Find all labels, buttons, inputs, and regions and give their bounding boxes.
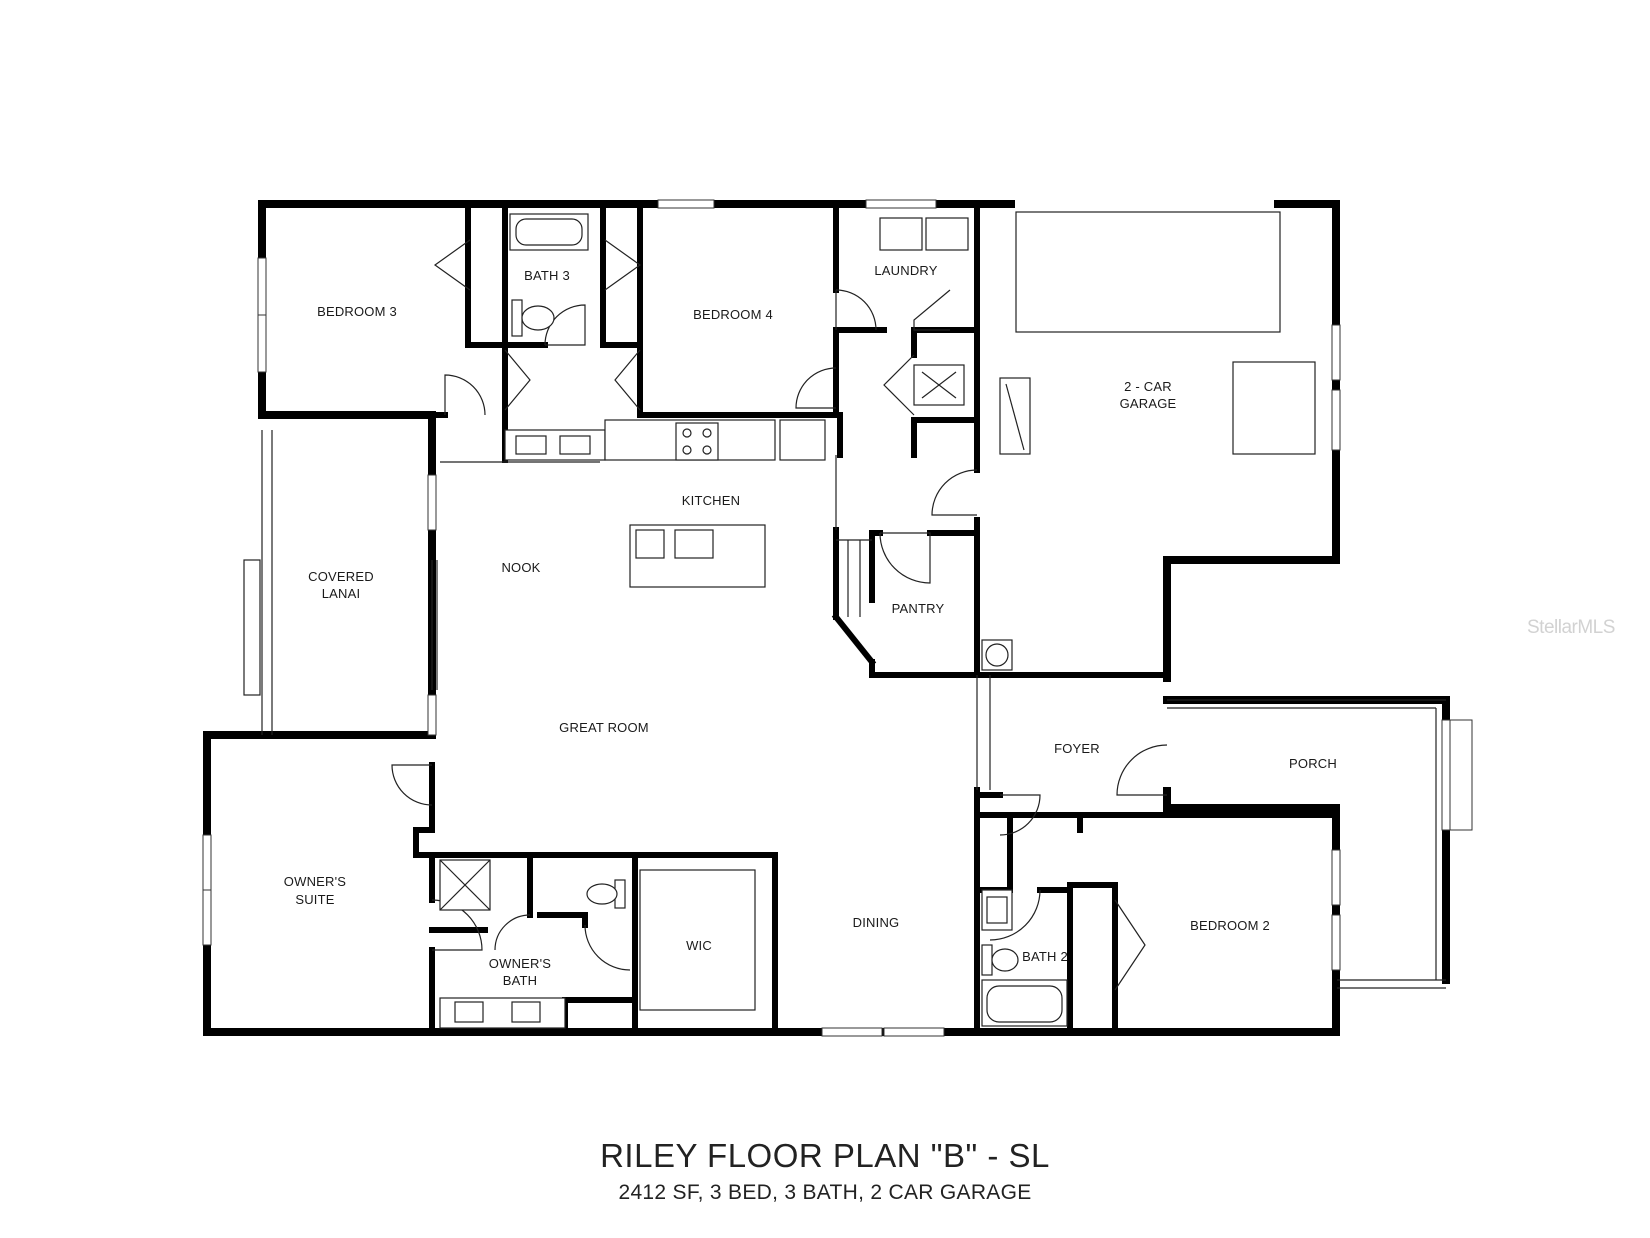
- exterior-walls: [203, 200, 1450, 1036]
- plan-title: RILEY FLOOR PLAN "B" - SL: [600, 1137, 1050, 1174]
- label-nook: NOOK: [501, 560, 540, 575]
- watermark: StellarMLS: [1527, 617, 1615, 638]
- label-great-room: GREAT ROOM: [559, 720, 649, 735]
- label-bath-3: BATH 3: [524, 268, 570, 283]
- label-owners-suite-line1: OWNER'S: [284, 874, 347, 889]
- label-dining: DINING: [853, 915, 900, 930]
- label-bedroom-3: BEDROOM 3: [317, 304, 397, 319]
- label-bedroom-4: BEDROOM 4: [693, 307, 773, 322]
- label-owners-suite-line2: SUITE: [295, 892, 334, 907]
- thin-lines: [243, 211, 1446, 989]
- doors: [391, 239, 1168, 991]
- label-lanai-line1: COVERED: [308, 569, 374, 584]
- label-garage-line1: 2 - CAR: [1124, 379, 1172, 394]
- label-pantry: PANTRY: [892, 601, 945, 616]
- label-laundry: LAUNDRY: [874, 263, 937, 278]
- windows: [202, 199, 1473, 1037]
- label-bath-2: BATH 2: [1022, 949, 1068, 964]
- plan-subtitle: 2412 SF, 3 BED, 3 BATH, 2 CAR GARAGE: [618, 1181, 1032, 1204]
- label-porch: PORCH: [1289, 756, 1337, 771]
- room-labels: BEDROOM 3 BATH 3 BEDROOM 4 LAUNDRY 2 - C…: [284, 263, 1337, 988]
- label-wic: WIC: [686, 938, 712, 953]
- label-owners-bath-line1: OWNER'S: [489, 956, 552, 971]
- label-lanai-line2: LANAI: [322, 586, 361, 601]
- label-foyer: FOYER: [1054, 741, 1100, 756]
- label-bedroom-2: BEDROOM 2: [1190, 918, 1270, 933]
- label-kitchen: KITCHEN: [682, 493, 740, 508]
- label-owners-bath-line2: BATH: [503, 973, 538, 988]
- fixtures: [439, 213, 1068, 1029]
- label-garage-line2: GARAGE: [1120, 396, 1177, 411]
